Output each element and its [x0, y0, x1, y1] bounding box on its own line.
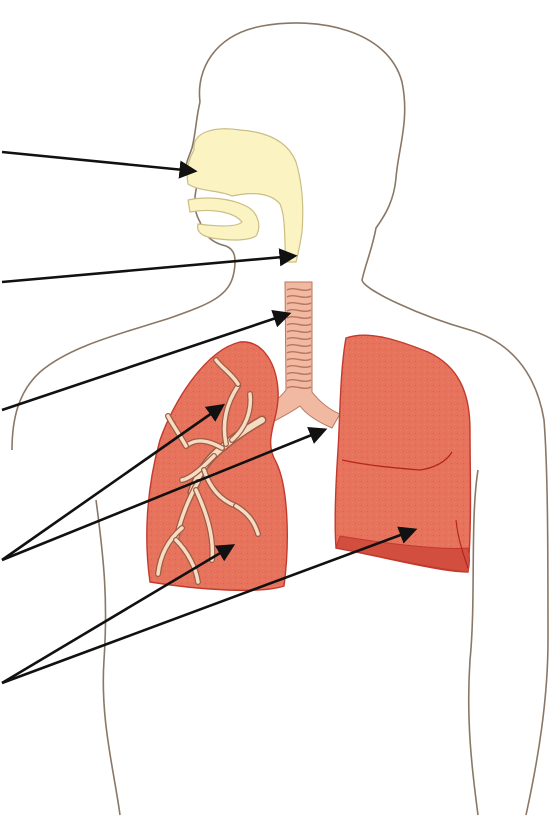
arrow-icon: [2, 546, 232, 683]
left-lung: [147, 342, 287, 590]
upper-airway: [187, 129, 303, 262]
right-lung: [335, 335, 470, 572]
arrow-icon: [2, 256, 294, 282]
trachea-rings: [287, 289, 311, 389]
left-arm-outline: [96, 500, 120, 815]
left-lung-shape: [147, 342, 287, 590]
arrow-icon: [2, 152, 194, 171]
right-lung-shape: [335, 335, 470, 572]
nasal-cavity: [187, 129, 303, 262]
